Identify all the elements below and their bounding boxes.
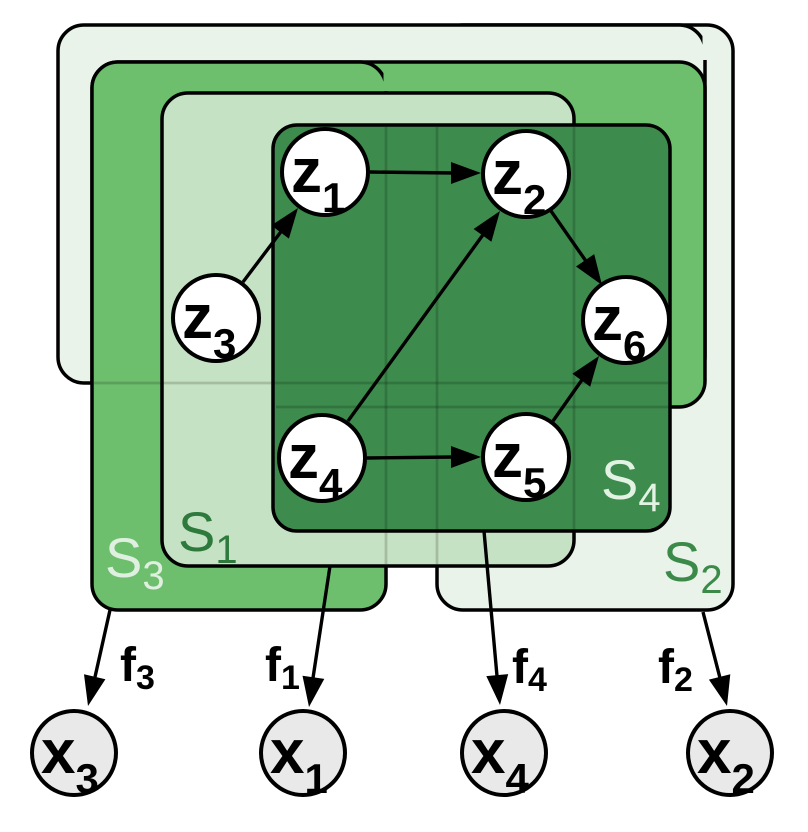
latent-node-z4-label: z4: [288, 423, 343, 507]
edge-z3-z1-arrowhead: [271, 208, 298, 239]
observed-node-x3: [30, 709, 118, 797]
observed-node-x4: [460, 709, 548, 797]
observed-node-x2-label: x2: [697, 718, 755, 802]
edge-z5-z6-line: [551, 376, 586, 422]
f-arrow-f1-line: [311, 565, 332, 679]
latent-node-z6-label: z6: [592, 285, 646, 369]
f-label-f4: f4: [512, 641, 547, 699]
set-label-s1: S1: [178, 500, 238, 572]
latent-node-z1-label: z1: [291, 137, 345, 221]
latent-node-z1: [280, 127, 370, 217]
latent-edges: [241, 162, 602, 468]
mixing-arrows: [84, 530, 731, 707]
observed-node-x1: [259, 709, 347, 797]
f-arrow-f4-arrowhead: [486, 674, 509, 705]
edge-z4-z5-line: [366, 455, 456, 460]
observed-node-x1-label: x1: [270, 718, 328, 802]
edge-z1-z2-line: [369, 170, 456, 175]
set-label-s3: S3: [105, 526, 165, 598]
latent-node-z3-label: z3: [182, 283, 236, 367]
f-arrow-f4-line: [482, 530, 499, 677]
set-label-s4: S4: [601, 448, 661, 520]
f-arrow-f3-line: [93, 609, 112, 678]
f-arrow-f2-line: [701, 611, 722, 679]
f-label-f1: f1: [265, 639, 300, 697]
latent-node-z4: [277, 413, 367, 503]
edge-z2-z6-arrowhead: [576, 254, 602, 285]
edge-z4-z5-arrowhead: [451, 446, 481, 468]
edge-z4-z2-arrowhead: [473, 211, 500, 242]
set-label-s2: S2: [663, 530, 723, 602]
latent-node-z2: [481, 129, 571, 219]
edge-z2-z6-line: [549, 210, 590, 265]
edge-z3-z1-line: [241, 227, 285, 284]
latent-nodes: z1 z2 z3 z4 z5 z6: [171, 127, 671, 507]
f-label-f3: f3: [120, 639, 155, 697]
observed-node-x4-label: x4: [471, 718, 529, 802]
latent-node-z3: [171, 273, 261, 363]
latent-node-z5-label: z5: [492, 422, 546, 506]
edge-z4-z2-line: [346, 231, 487, 422]
edge-z5-z6-arrowhead: [572, 356, 599, 387]
observed-nodes: x3 x1 x4 x2: [30, 709, 774, 802]
observed-node-x2: [686, 709, 774, 797]
latent-node-z5: [481, 412, 571, 502]
observed-node-x3-label: x3: [41, 718, 99, 802]
f-arrow-f1-arrowhead: [302, 675, 325, 707]
f-arrow-f3-arrowhead: [84, 674, 106, 706]
hidden-edge-overlays: [94, 127, 682, 564]
f-arrow-f2-arrowhead: [708, 674, 731, 706]
latent-node-z2-label: z2: [492, 139, 546, 223]
edge-z1-z2-arrowhead: [451, 162, 481, 184]
f-label-f2: f2: [658, 641, 693, 699]
latent-node-z6: [581, 275, 671, 365]
